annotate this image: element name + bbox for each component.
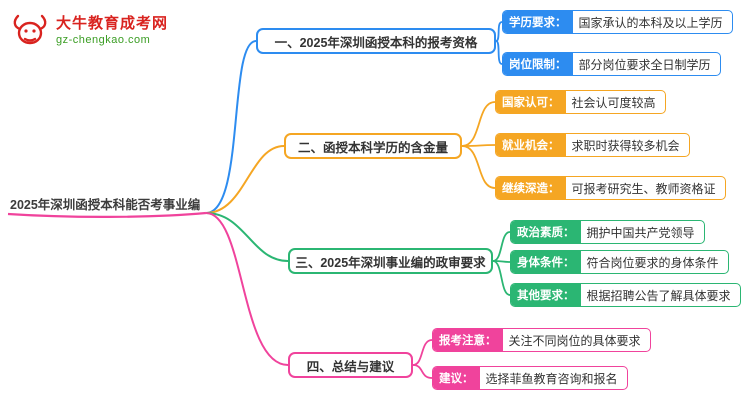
- leaf-node: 政治素质： 拥护中国共产党领导: [510, 220, 705, 244]
- leaf-node: 就业机会： 求职时获得较多机会: [495, 133, 690, 157]
- leaf-prefix: 就业机会：: [496, 134, 566, 156]
- site-logo: 大牛教育成考网 gz-chengkao.com: [10, 12, 168, 48]
- wire-root-branch3: [205, 212, 289, 262]
- leaf-node: 岗位限制： 部分岗位要求全日制学历: [502, 52, 721, 76]
- wire-root-branch4: [205, 212, 289, 366]
- leaf-prefix: 学历要求：: [503, 11, 573, 33]
- leaf-node: 身体条件： 符合岗位要求的身体条件: [510, 250, 729, 274]
- leaf-text: 关注不同岗位的具体要求: [508, 333, 641, 348]
- leaf-prefix: 其他要求：: [511, 284, 581, 306]
- leaf-prefix: 继续深造：: [496, 177, 566, 199]
- mindmap-root-node: 2025年深圳函授本科能否考事业编: [10, 198, 201, 212]
- branch-node-1: 一、2025年深圳函授本科的报考资格: [256, 28, 496, 54]
- leaf-node: 其他要求： 根据招聘公告了解具体要求: [510, 283, 741, 307]
- leaf-text: 可报考研究生、教师资格证: [571, 181, 716, 196]
- wire-b2-leaf2: [461, 144, 496, 147]
- wire-b3-leaf2: [492, 260, 511, 263]
- wire-b3-leaf3: [492, 260, 511, 296]
- leaf-text: 社会认可度较高: [571, 95, 656, 110]
- leaf-text: 选择菲鱼教育咨询和报名: [485, 371, 618, 386]
- branch-node-2: 二、函授本科学历的含金量: [284, 133, 462, 159]
- leaf-node: 报考注意： 关注不同岗位的具体要求: [432, 328, 651, 352]
- logo-subtitle: gz-chengkao.com: [56, 33, 151, 46]
- leaf-node: 继续深造： 可报考研究生、教师资格证: [495, 176, 726, 200]
- wire-b3-leaf1: [492, 231, 511, 262]
- leaf-prefix: 建议：: [433, 367, 480, 389]
- wire-b2-leaf1: [461, 101, 496, 147]
- leaf-text: 符合岗位要求的身体条件: [586, 255, 719, 270]
- bull-logo-icon: [13, 14, 47, 45]
- leaf-prefix: 身体条件：: [511, 251, 581, 273]
- logo-text-block: 大牛教育成考网 gz-chengkao.com: [56, 14, 168, 47]
- leaf-prefix: 报考注意：: [433, 329, 503, 351]
- leaf-prefix: 岗位限制：: [503, 53, 573, 75]
- logo-title: 大牛教育成考网: [56, 14, 169, 32]
- leaf-text: 求职时获得较多机会: [571, 138, 680, 153]
- leaf-node: 建议： 选择菲鱼教育咨询和报名: [432, 366, 628, 390]
- branch-node-4: 四、总结与建议: [288, 352, 413, 378]
- root-underline: [7, 211, 207, 218]
- wire-root-branch1: [205, 40, 257, 214]
- leaf-text: 拥护中国共产党领导: [586, 225, 695, 240]
- wire-b2-leaf3: [461, 145, 496, 189]
- leaf-text: 部分岗位要求全日制学历: [578, 57, 711, 72]
- leaf-node: 学历要求： 国家承认的本科及以上学历: [502, 10, 733, 34]
- leaf-prefix: 国家认可：: [496, 91, 566, 113]
- leaf-prefix: 政治素质：: [511, 221, 581, 243]
- leaf-text: 根据招聘公告了解具体要求: [586, 288, 731, 303]
- wire-b4-leaf2: [412, 364, 433, 379]
- leaf-node: 国家认可： 社会认可度较高: [495, 90, 666, 114]
- wire-b4-leaf1: [412, 339, 433, 366]
- branch-node-3: 三、2025年深圳事业编的政审要求: [288, 248, 493, 274]
- leaf-text: 国家承认的本科及以上学历: [578, 15, 723, 30]
- wire-root-branch2: [205, 145, 285, 214]
